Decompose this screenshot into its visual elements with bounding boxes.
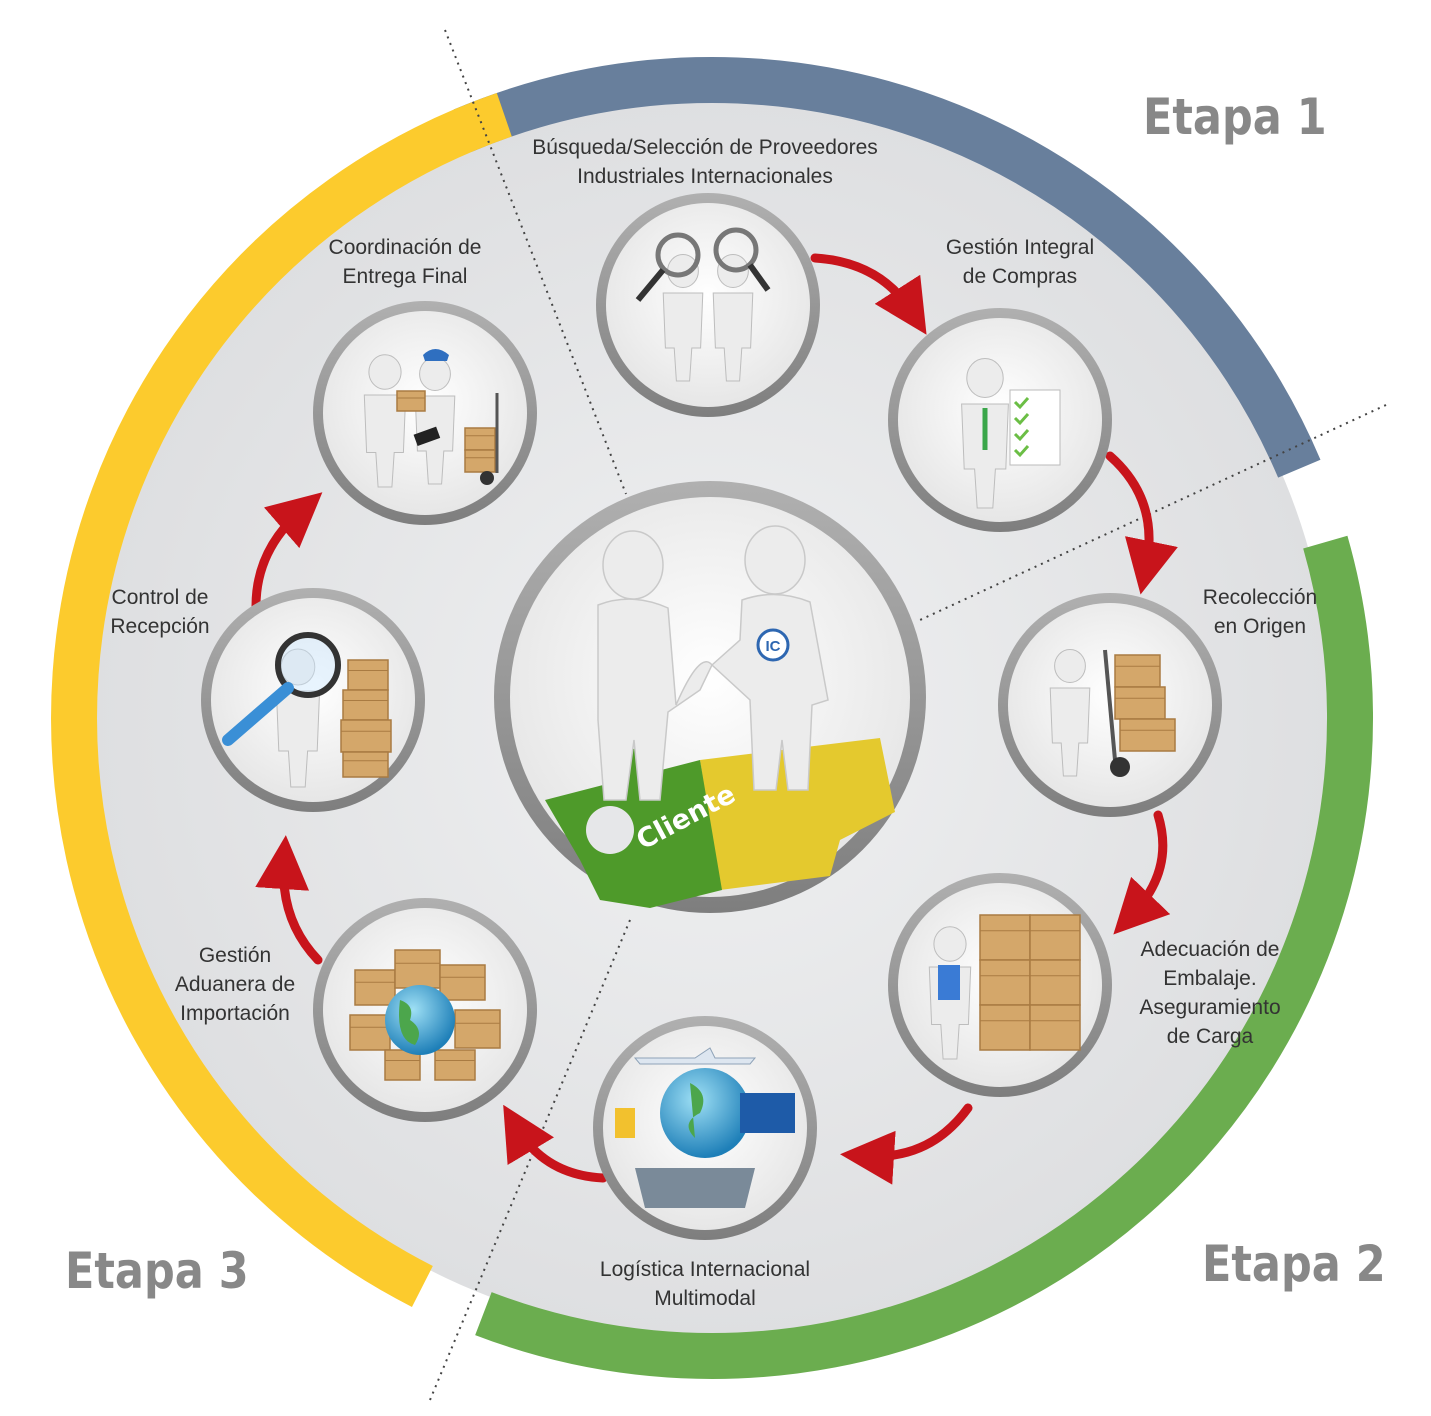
- flow-arrow: [255, 835, 323, 965]
- flow-arrow: [503, 1104, 608, 1183]
- customs-globe-boxes-icon: [313, 898, 537, 1122]
- divider-line-stage-1-2: [919, 404, 1387, 621]
- stage-3-title: Etapa 3: [65, 1242, 249, 1300]
- svg-text:IC: IC: [766, 638, 781, 655]
- flow-arrow: [840, 1103, 973, 1185]
- flow-arrow: [1105, 451, 1178, 595]
- packaging-boxes-icon: [888, 873, 1112, 1097]
- stage-1-title: Etapa 1: [1143, 88, 1327, 146]
- stage-1-arc: [453, 56, 1321, 478]
- flow-arrow: [1113, 810, 1171, 935]
- company-logo-icon: [756, 628, 790, 662]
- magnifier-inspection-icon: [201, 588, 425, 812]
- stage-2-title: Etapa 2: [1202, 1235, 1386, 1293]
- stage-3-arc: [51, 93, 512, 1307]
- multimodal-globe-icon: [593, 1016, 817, 1240]
- delivery-handover-icon: [313, 301, 537, 525]
- flow-arrow: [810, 253, 927, 335]
- search-suppliers-icon: [596, 193, 820, 417]
- handshake-figures-icon: [597, 525, 829, 801]
- stage-2-arc: [475, 535, 1373, 1379]
- purchasing-checklist-icon: [888, 308, 1112, 532]
- flow-arrow: [251, 492, 323, 611]
- center-client-circle: IC Cliente: [494, 481, 926, 913]
- puzzle-piece-yellow: [700, 738, 895, 890]
- flow-arrows: [251, 253, 1178, 1185]
- hand-truck-boxes-icon: [998, 593, 1222, 817]
